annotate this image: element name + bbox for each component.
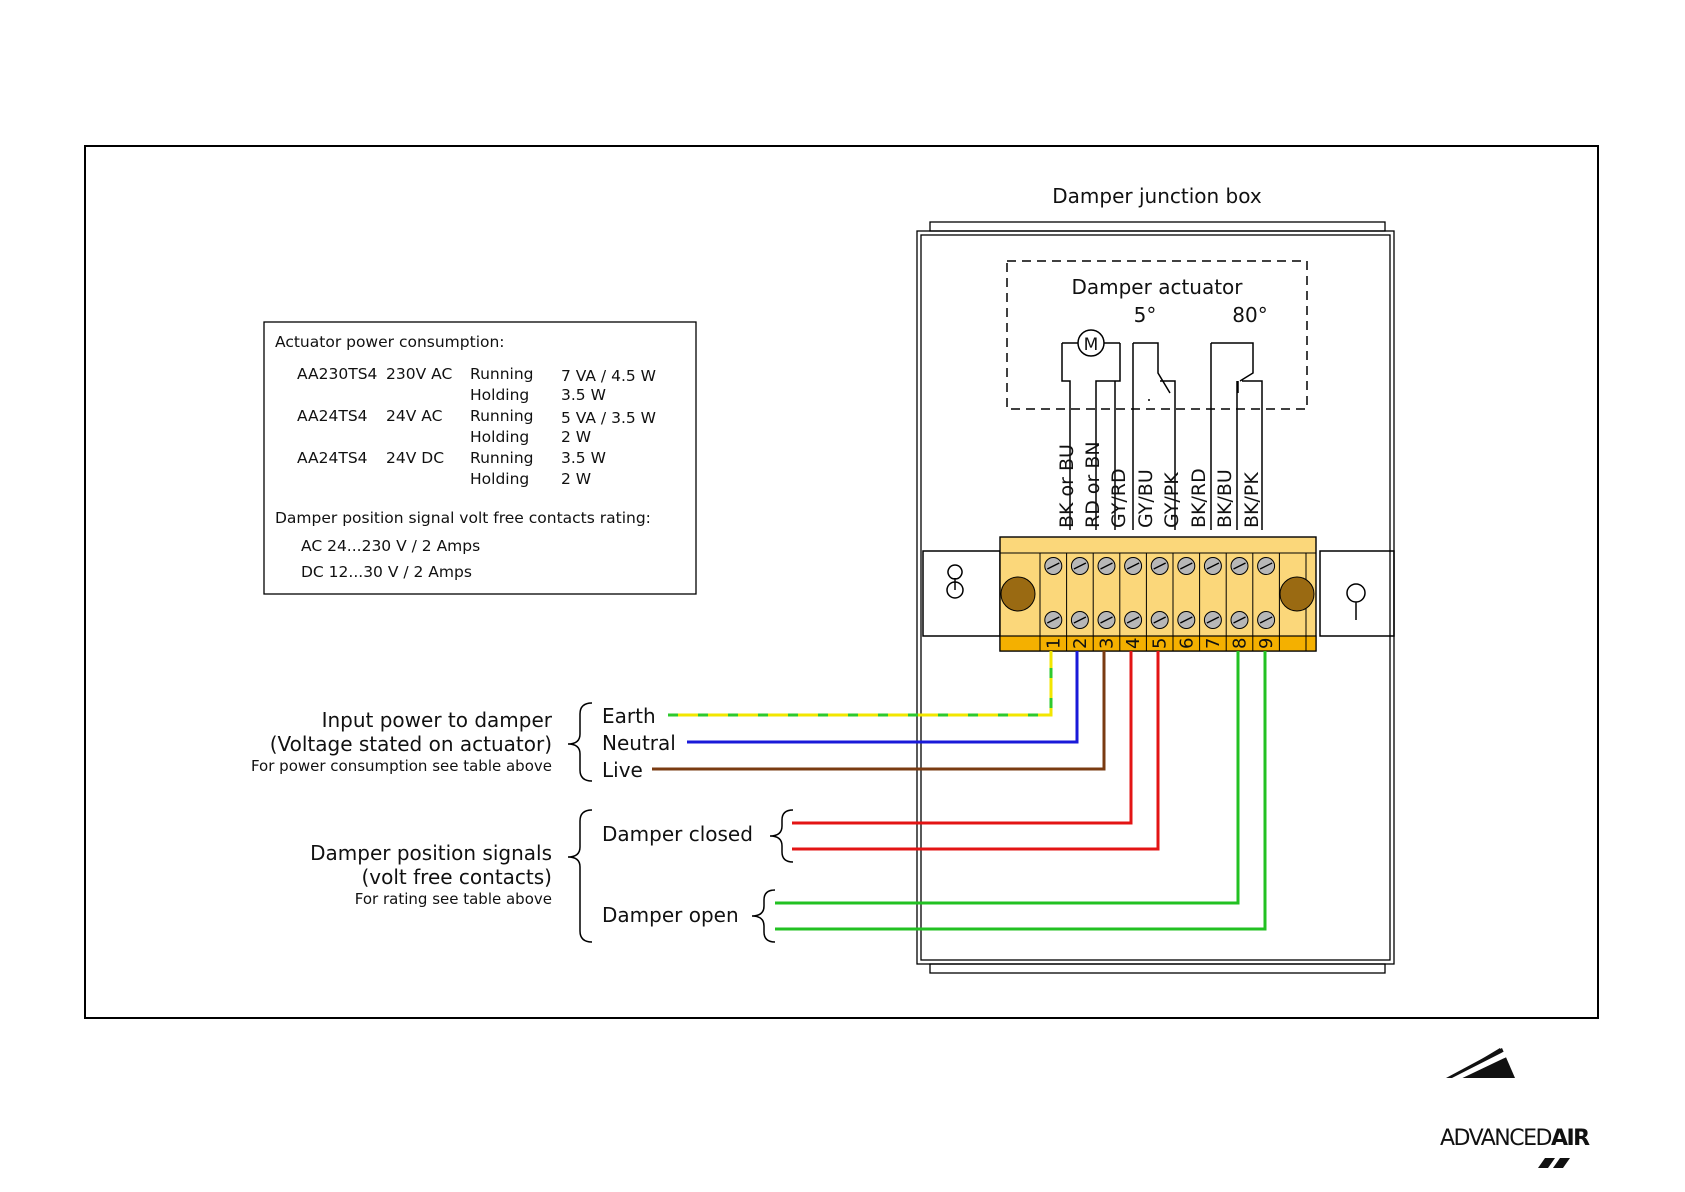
spec-table-heading: Actuator power consumption: (275, 333, 505, 351)
contacts-dc: DC 12...30 V / 2 Amps (301, 563, 472, 581)
screw-slot (1259, 562, 1273, 570)
closed-wire-1 (792, 651, 1133, 825)
contacts-ac: AC 24...230 V / 2 Amps (301, 537, 480, 555)
screw-slot (1073, 616, 1087, 624)
screw-slot (1233, 616, 1246, 624)
switch-label-5: 5° (1134, 303, 1157, 327)
spec-supply: 24V AC (386, 407, 442, 425)
screw-slot (1100, 616, 1113, 624)
screw-slot (1180, 562, 1193, 570)
terminal-number: 3 (1097, 638, 1118, 649)
live-label: Live (602, 758, 643, 782)
spec-model: AA24TS4 (297, 407, 368, 425)
mounting-bracket-left (922, 550, 1001, 637)
actuator-title: Damper actuator (1071, 275, 1243, 299)
spec-mode: Running (470, 449, 534, 467)
terminal-number: 9 (1256, 638, 1277, 649)
screw-slot (1206, 562, 1220, 570)
signal-group-note: For rating see table above (355, 890, 552, 908)
spec-value: 7 VA / 4.5 W (561, 367, 656, 385)
open-wire-1 (775, 651, 1240, 905)
neutral-label: Neutral (602, 731, 676, 755)
screw-slot (1100, 562, 1113, 570)
spec-table-rows: AA230TS4 230V AC Running 7 VA / 4.5 W Ho… (297, 365, 656, 488)
spec-value: 3.5 W (561, 386, 606, 404)
wire-code: GY/PK (1161, 472, 1183, 528)
damper-open-label: Damper open (602, 903, 739, 927)
spec-model: AA24TS4 (297, 449, 368, 467)
actuator-box (1006, 260, 1308, 410)
screw-slot (1126, 562, 1140, 570)
screw-slot (1047, 562, 1060, 570)
terminal-number: 7 (1203, 638, 1224, 649)
terminal-number: 2 (1070, 638, 1091, 649)
spec-model: AA230TS4 (297, 365, 377, 383)
junction-box-title: Damper junction box (1052, 184, 1262, 208)
neutral-wire (687, 651, 1079, 744)
braces (567, 702, 794, 943)
signal-group-subtitle: (volt free contacts) (362, 865, 553, 889)
screw-slot (1047, 616, 1060, 624)
screw-slot (1233, 562, 1246, 570)
screw-slot (1153, 562, 1166, 570)
terminal-number: 6 (1176, 638, 1197, 649)
spec-mode: Running (470, 365, 534, 383)
terminal-knob-right (1279, 576, 1315, 612)
actuator-internal-wiring (1061, 329, 1263, 530)
screw-slot (1073, 562, 1087, 570)
spec-supply: 24V DC (386, 449, 444, 467)
advanced-air-logo: ADVANCEDAIR (1440, 1047, 1592, 1168)
logo-text-advanced: ADVANCEDAIR (1440, 1126, 1590, 1151)
wire-code: BK/RD (1188, 468, 1210, 528)
spec-value: 3.5 W (561, 449, 606, 467)
wire-code: BK or BU (1056, 444, 1078, 528)
spec-supply: 230V AC (386, 365, 452, 383)
wire-code: GY/RD (1108, 468, 1130, 528)
screw-slot (1153, 616, 1166, 624)
screw-slot (1259, 616, 1273, 624)
spec-mode: Holding (470, 428, 529, 446)
terminal-number: 1 (1043, 638, 1064, 649)
screw-slot (1206, 616, 1220, 624)
screw-slot (1180, 616, 1193, 624)
power-group-title: Input power to damper (322, 708, 553, 732)
power-group-note: For power consumption see table above (251, 757, 552, 775)
earth-wire-green-stripe (668, 651, 1053, 717)
screw-slot (1126, 616, 1140, 624)
terminal-number: 8 (1230, 638, 1251, 649)
spec-mode: Running (470, 407, 534, 425)
earth-label: Earth (602, 704, 656, 728)
spec-value: 2 W (561, 428, 591, 446)
live-wire (652, 651, 1106, 771)
terminal-knob-left (1000, 576, 1036, 612)
closed-wire-2 (792, 651, 1160, 851)
contacts-heading: Damper position signal volt free contact… (275, 509, 651, 527)
motor-symbol: M (1084, 335, 1099, 355)
terminal-block (999, 536, 1317, 652)
terminal-number: 5 (1150, 638, 1171, 649)
drawing-frame (84, 145, 1599, 1019)
wire-code: RD or BN (1082, 441, 1104, 528)
terminal-number: 4 (1123, 638, 1144, 649)
wire-code: GY/BU (1135, 469, 1157, 528)
open-wire-2 (775, 651, 1267, 931)
spec-mode: Holding (470, 386, 529, 404)
spec-table-box (263, 321, 697, 595)
spec-value: 2 W (561, 470, 591, 488)
switch-label-80: 80° (1232, 303, 1267, 327)
spec-value: 5 VA / 3.5 W (561, 409, 656, 427)
spec-mode: Holding (470, 470, 529, 488)
damper-closed-label: Damper closed (602, 822, 753, 846)
wire-code: BK/PK (1241, 472, 1263, 528)
earth-wire-yellow (668, 651, 1053, 717)
power-group-subtitle: (Voltage stated on actuator) (270, 732, 552, 756)
external-wiring (652, 651, 1267, 931)
wire-code-labels: BK or BU RD or BN GY/RD GY/BU GY/PK BK/R… (1056, 441, 1263, 528)
wire-code: BK/BU (1214, 469, 1236, 528)
signal-group-title: Damper position signals (310, 841, 552, 865)
mounting-bracket-right (1319, 550, 1395, 637)
